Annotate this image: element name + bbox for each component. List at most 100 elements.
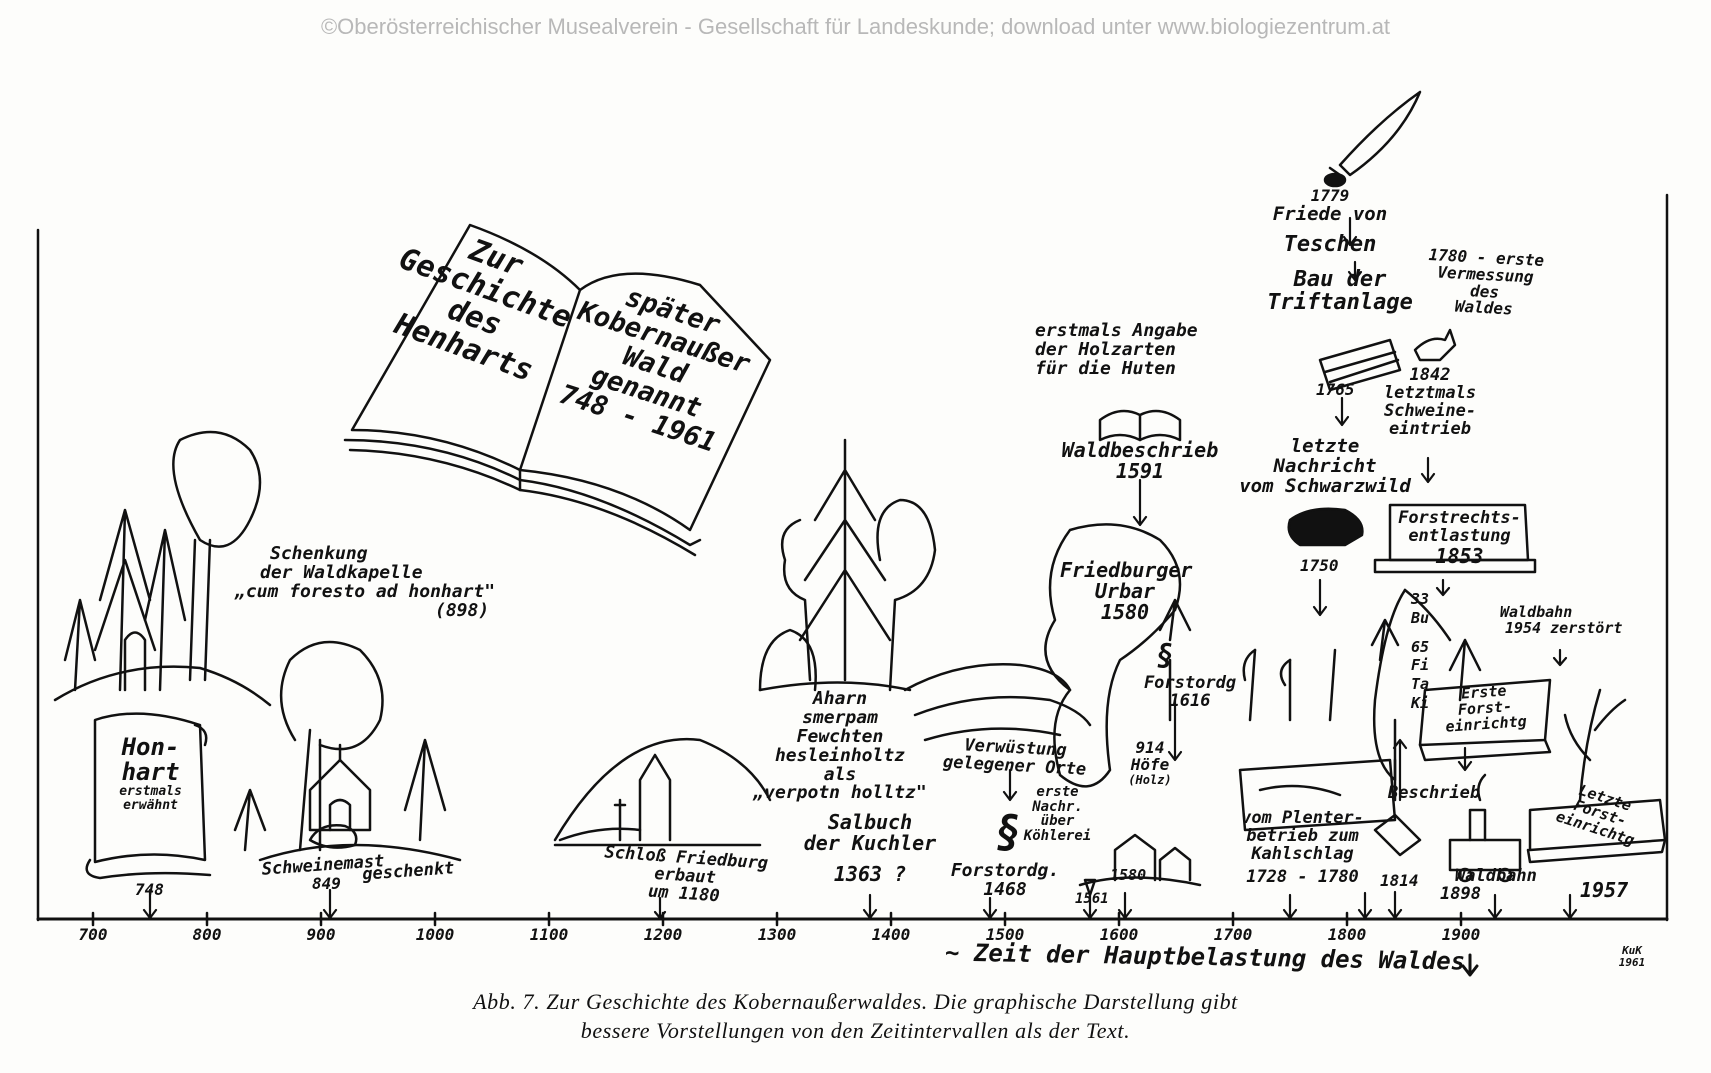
eintrieb-line: letztmals xyxy=(1383,382,1477,403)
forstordg-line: Forstordg xyxy=(1143,673,1237,693)
woodpile-drawing xyxy=(1318,328,1457,392)
forstrechts-line: Forstrechts- xyxy=(1398,508,1521,528)
year-1765: 1765 xyxy=(1316,380,1355,399)
hoefe-text: 914 Höfe (Holz) xyxy=(1115,738,1185,787)
plenter-line: vom Plenter- xyxy=(1241,808,1364,828)
honhart-scroll-drawing xyxy=(85,712,212,880)
honhart-scroll-text: Hon- hart erstmals erwähnt xyxy=(98,734,203,814)
forstordg-line: 1616 xyxy=(1169,690,1211,711)
forstordg-1616-text: Forstordg 1616 xyxy=(1135,673,1245,711)
forstrechts-line: entlastung xyxy=(1408,525,1511,546)
bu-fi-line: Ki xyxy=(1410,693,1430,712)
triftanlage-text: Bau der Triftanlage xyxy=(1265,268,1415,314)
waldbeschrieb-text: Waldbeschrieb 1591 xyxy=(1045,440,1235,482)
copyright-notice: ©Oberösterreichischer Musealverein - Ges… xyxy=(320,14,1391,39)
hoefe-line: (Holz) xyxy=(1128,772,1172,787)
waldbahn-1898-text: Waldbahn 1898 xyxy=(1440,866,1537,904)
year-1957: 1957 xyxy=(1580,878,1629,902)
tree-leaf-outline-drawing xyxy=(1370,588,1482,802)
waldbahn-line: 1898 xyxy=(1440,883,1481,904)
erste-forst-book-drawing xyxy=(1418,678,1552,762)
open-book-drawing xyxy=(343,223,772,557)
ahorn-line: als xyxy=(823,763,857,785)
axis-tick-label: 1400 xyxy=(871,925,911,944)
plenter-map-drawing xyxy=(1238,648,1397,832)
signature-line: 1961 xyxy=(1618,955,1646,969)
plenter-text: vom Plenter- betrieb zum Kahlschlag 1728… xyxy=(1215,808,1390,887)
tree-percent-text: 33 Bu 65 Fi Ta Ki xyxy=(1400,590,1440,713)
koehlerei-text: erste Nachr. über Köhlerei xyxy=(1020,785,1095,844)
axis-tick-label: 900 xyxy=(306,925,336,944)
beschrieb-label: Beschrieb xyxy=(1388,783,1481,803)
urbar-line: Friedburger xyxy=(1060,558,1193,582)
bu-fi-line: Fi xyxy=(1410,656,1430,675)
triftanlage-line: Bau der xyxy=(1293,267,1387,292)
urbar-cloud-drawing xyxy=(1044,523,1192,788)
forstrechts-line: 1853 xyxy=(1435,543,1484,568)
koehlerei-line: erste xyxy=(1036,784,1079,800)
scroll-line: erstmals xyxy=(119,784,182,800)
signature-line: KuK xyxy=(1622,944,1642,957)
year-849: 849 xyxy=(312,874,341,893)
koehlerei-line: über xyxy=(1040,813,1075,830)
koehlerei-line: Köhlerei xyxy=(1023,828,1092,845)
ahorn-line: Aharn xyxy=(812,688,868,709)
year-1750: 1750 xyxy=(1300,556,1339,575)
bu-fi-line: Bu xyxy=(1410,608,1430,627)
paragraph-symbol-icon: § xyxy=(1156,638,1175,673)
waldbahn-zerst-line: 1954 zerstört xyxy=(1505,618,1623,637)
schenkung-line: Schenkung xyxy=(270,543,368,564)
wild-boar-drawing xyxy=(1287,507,1364,547)
holzarten-text: erstmals Angabe der Holzarten für die Hu… xyxy=(1035,321,1198,379)
bu-fi-line: 65 xyxy=(1410,637,1430,656)
letzte-forst-book-drawing xyxy=(1526,798,1667,864)
holzarten-line: für die Huten xyxy=(1035,357,1176,379)
year-1580-houses: 1580 xyxy=(1110,866,1147,884)
monument-stone-drawing xyxy=(1373,503,1537,574)
year-748: 748 xyxy=(135,880,164,899)
ahorn-line: hesleinholtz xyxy=(774,744,906,766)
friede-line: Teschen xyxy=(1283,231,1377,257)
forstrechts-text: Forstrechts- entlastung 1853 xyxy=(1392,508,1527,568)
event-arrows xyxy=(142,216,1578,977)
waldbahn-zerstoert-text: Waldbahn 1954 zerstört xyxy=(1500,604,1623,637)
small-book-drawing xyxy=(1098,409,1182,442)
year-1561: 1561 xyxy=(1075,891,1109,907)
salbuch-line: 1363 ? xyxy=(833,862,907,886)
holzarten-line: der Holzarten xyxy=(1035,338,1176,360)
eintrieb-line: eintrieb xyxy=(1389,418,1471,439)
friede-line: 1779 xyxy=(1310,186,1350,205)
locomotive-drawing xyxy=(1448,773,1522,883)
plenter-line: Kahlschlag xyxy=(1251,843,1354,864)
ahorn-line: Fewchten xyxy=(796,725,884,747)
axis-tick-label: 700 xyxy=(78,925,108,944)
friedburger-urbar-text: Friedburger Urbar 1580 xyxy=(1060,558,1193,623)
castle-friedburg-drawing xyxy=(553,737,772,847)
eintrieb-line: 1842 xyxy=(1409,365,1451,385)
scroll-line: hart xyxy=(121,758,180,787)
axis-tick-label: 1100 xyxy=(529,925,569,944)
friede-teschen-text: 1779 Friede von Teschen xyxy=(1255,186,1405,257)
plenter-line: 1728 - 1780 xyxy=(1246,866,1359,887)
tree-group-ahorn-drawing xyxy=(758,438,937,692)
year-1814: 1814 xyxy=(1380,871,1419,890)
schwarzwild-line: Nachricht xyxy=(1273,454,1377,477)
koehlerei-line: Nachr. xyxy=(1032,798,1083,815)
small-plant-drawing xyxy=(1563,688,1627,802)
schenkung-text: Schenkung der Waldkapelle „cum foresto a… xyxy=(235,543,495,621)
waldbahn-line: Waldbahn xyxy=(1455,866,1537,886)
forstordg-line: Forstordg. xyxy=(950,860,1060,881)
scroll-line: erwähnt xyxy=(123,798,178,814)
waldbeschrieb-line: 1591 xyxy=(1115,459,1165,483)
figure-caption: Abb. 7. Zur Geschichte des Kobernaußerwa… xyxy=(0,987,1711,1045)
erste-forst-text: Erste Forst- einrichtg xyxy=(1433,681,1536,736)
hoefe-line: 914 xyxy=(1135,738,1165,757)
ahorn-line: smerpam xyxy=(802,706,878,728)
ahorn-text: Aharn smerpam Fewchten hesleinholtz als … xyxy=(745,688,935,803)
axis-tick-label: 1300 xyxy=(757,925,797,944)
salbuch-text: Salbuch der Kuchler 1363 ? xyxy=(790,812,950,885)
honhart-hill-drawing xyxy=(53,430,272,707)
schwarzwild-line: letzte xyxy=(1290,435,1360,457)
schweineeintrieb-text: 1842 letztmals Schweine- eintrieb xyxy=(1375,365,1485,439)
